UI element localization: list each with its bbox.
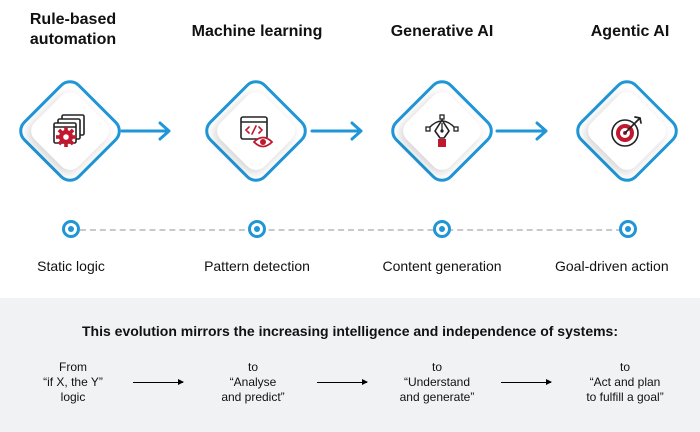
arrow-right-icon xyxy=(120,121,171,141)
evolution-panel: This evolution mirrors the increasing in… xyxy=(0,298,700,432)
stage-label-content-generation: Content generation xyxy=(382,258,502,274)
stage-diamond-rule-based xyxy=(13,74,127,188)
evolution-step-3: to “Understand and generate” xyxy=(382,360,492,405)
stage-title-line1: Generative AI xyxy=(390,23,494,40)
stage-title-rule-based: Rule-based automation xyxy=(8,10,138,50)
step-line2: “Act and plan xyxy=(589,375,661,389)
evolution-step-1: From “if X, the Y” logic xyxy=(18,360,128,405)
panel-heading: This evolution mirrors the increasing in… xyxy=(81,323,618,339)
evolution-step-2: to “Analyse and predict” xyxy=(198,360,308,405)
step-line2: “if X, the Y” xyxy=(43,375,103,389)
step-line3: and predict” xyxy=(221,390,285,404)
timeline-dashed-line xyxy=(80,229,632,231)
arrow-right-icon xyxy=(501,379,552,385)
stage-title-generative-ai: Generative AI xyxy=(362,22,522,42)
step-line1: to xyxy=(247,360,258,374)
timeline-dot xyxy=(433,220,451,238)
stage-diamond-generative-ai xyxy=(385,74,499,188)
target-arrow-icon xyxy=(611,116,642,147)
timeline-dot xyxy=(619,220,637,238)
stage-diamond-agentic-ai xyxy=(570,74,684,188)
step-line3: logic xyxy=(60,390,86,404)
stage-diamond-machine-learning xyxy=(199,74,313,188)
stage-arrows xyxy=(120,121,548,141)
step-line1: From xyxy=(59,360,87,374)
stage-title-line1: Machine learning xyxy=(191,23,323,40)
stage-title-line1: Rule-based xyxy=(29,11,117,28)
stage-title-machine-learning: Machine learning xyxy=(168,22,346,42)
step-line2: “Understand xyxy=(403,375,471,389)
arrow-right-icon xyxy=(133,379,184,385)
arrow-right-icon xyxy=(317,379,368,385)
stage-title-line1: Agentic AI xyxy=(590,23,670,40)
step-line3: to fulfill a goal” xyxy=(586,390,664,404)
stage-title-agentic-ai: Agentic AI xyxy=(550,22,700,42)
stage-label-pattern-detection: Pattern detection xyxy=(204,258,310,274)
step-line1: to xyxy=(431,360,442,374)
stage-label-goal-driven-action: Goal-driven action xyxy=(555,258,669,274)
timeline-dot xyxy=(248,220,266,238)
timeline-dot xyxy=(62,220,80,238)
step-line3: and generate” xyxy=(399,390,475,404)
arrow-right-icon xyxy=(495,121,548,141)
pen-nib-icon xyxy=(425,114,459,147)
step-line1: to xyxy=(619,360,630,374)
step-line2: “Analyse xyxy=(229,375,277,389)
stage-label-static-logic: Static logic xyxy=(37,258,105,274)
evolution-step-4: to “Act and plan to fulfill a goal” xyxy=(565,360,685,405)
gear-windows-icon xyxy=(53,114,85,147)
stage-title-line2: automation xyxy=(29,31,117,48)
code-eye-icon xyxy=(240,116,274,148)
arrow-right-icon xyxy=(310,121,363,141)
